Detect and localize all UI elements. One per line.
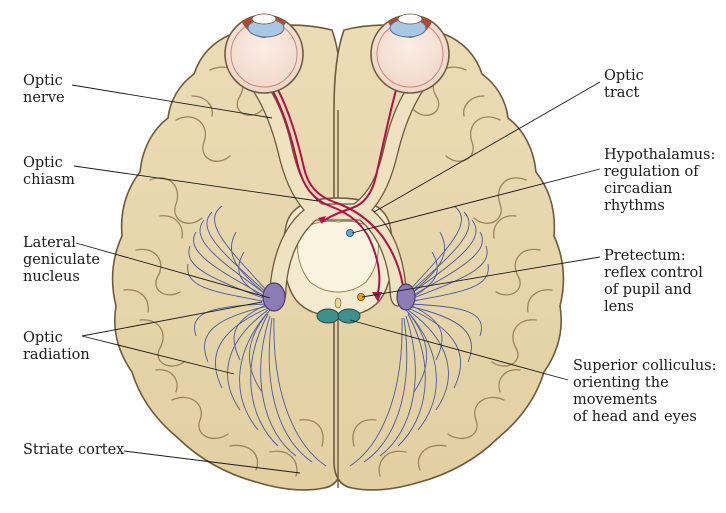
label-line: Optic	[23, 330, 63, 346]
superior-colliculus-right	[337, 308, 361, 324]
label-superior-colliculus: Superior colliculus: orienting the movem…	[573, 358, 717, 426]
left-eye	[224, 13, 304, 94]
label-line: Superior colliculus:	[573, 358, 717, 374]
label-line: of head and eyes	[573, 409, 697, 425]
label-line: of pupil and	[604, 282, 692, 298]
superior-colliculus-left	[316, 308, 340, 324]
label-line: circadian	[604, 181, 673, 197]
label-hypothalamus: Hypothalamus: regulation of circadian rh…	[604, 147, 715, 215]
label-line: rhythms	[604, 198, 665, 214]
label-line: tract	[604, 85, 640, 101]
label-optic-radiation: Optic radiation	[23, 330, 90, 364]
label-lateral-geniculate-nucleus: Lateral geniculate nucleus	[23, 235, 100, 286]
label-line: Lateral	[23, 235, 76, 251]
label-optic-nerve: Optic nerve	[23, 73, 65, 107]
label-line: Hypothalamus:	[604, 147, 716, 163]
lateral-geniculate-nucleus-right	[396, 283, 416, 311]
label-line: Optic	[23, 73, 63, 89]
label-line: orienting the	[573, 375, 669, 391]
label-line: Striate cortex	[23, 442, 125, 458]
label-optic-tract: Optic tract	[604, 68, 644, 102]
label-line: radiation	[23, 347, 90, 363]
right-eye	[370, 13, 450, 94]
label-line: geniculate	[23, 252, 100, 268]
label-optic-chiasm: Optic chiasm	[23, 155, 75, 189]
label-line: nerve	[23, 90, 65, 106]
label-line: Optic	[23, 155, 63, 171]
label-striate-cortex: Striate cortex	[23, 442, 124, 459]
label-line: movements	[573, 392, 658, 408]
label-line: nucleus	[23, 269, 80, 285]
label-line: regulation of	[604, 164, 699, 180]
label-line: lens	[604, 299, 634, 315]
label-line: chiasm	[23, 172, 75, 188]
label-line: reflex control	[604, 265, 703, 281]
leader-lines	[71, 81, 601, 474]
optic-radiation-fibers-left	[187, 205, 327, 467]
label-line: Optic	[604, 68, 644, 84]
retinal-axons	[269, 85, 405, 301]
lateral-geniculate-nucleus-left	[262, 282, 286, 312]
label-pretectum: Pretectum: reflex control of pupil and l…	[604, 248, 703, 316]
label-line: Pretectum:	[604, 248, 686, 264]
